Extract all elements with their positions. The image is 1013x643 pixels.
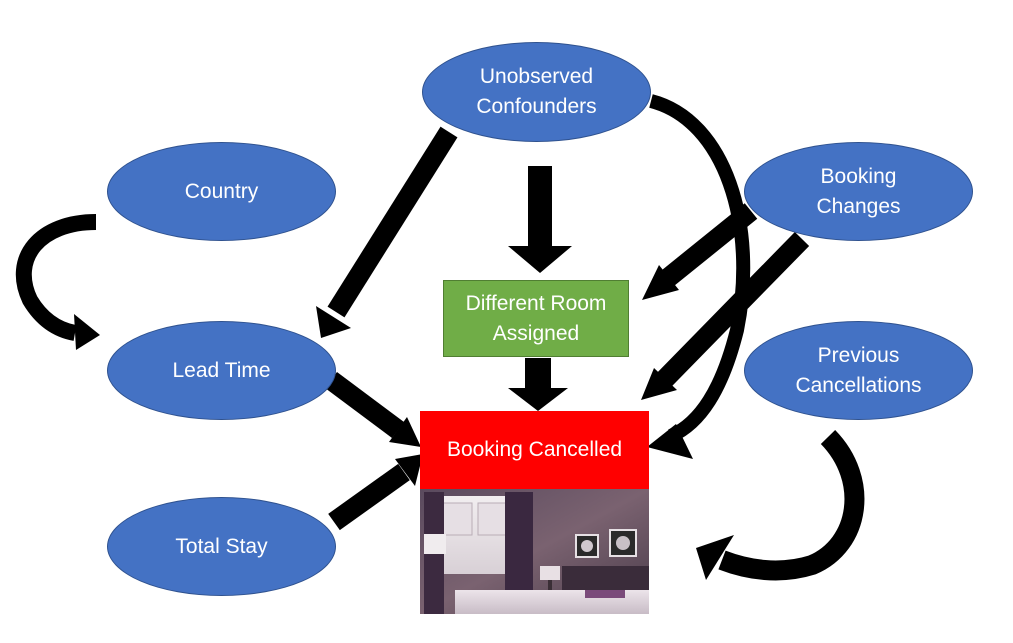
node-total-stay[interactable]: Total Stay: [107, 497, 336, 596]
arrow-different-room-to-booking-cancelled: [508, 358, 568, 411]
arrow-country-to-lead-time: [15, 214, 100, 350]
arrow-total-stay-to-booking-cancelled: [328, 454, 423, 531]
node-label: Different Room Assigned: [465, 291, 607, 345]
node-lead-time[interactable]: Lead Time: [107, 321, 336, 420]
node-label: Previous Cancellations: [795, 343, 922, 397]
node-label: Lead Time: [172, 358, 271, 382]
node-label: Total Stay: [175, 534, 268, 558]
node-label: Booking Cancelled: [446, 438, 623, 461]
node-label: Booking Changes: [816, 164, 901, 218]
arrow-unobserved-to-booking-cancelled: [647, 94, 751, 459]
node-previous-cancellations[interactable]: Previous Cancellations: [744, 321, 973, 420]
node-label: Country: [184, 179, 259, 203]
node-different-room-assigned[interactable]: Different Room Assigned: [443, 280, 629, 357]
arrow-unobserved-to-different-room: [508, 166, 572, 273]
arrow-lead-time-to-booking-cancelled: [325, 371, 421, 447]
node-country[interactable]: Country: [107, 142, 336, 241]
arrow-booking-changes-to-booking-cancelled: [641, 232, 810, 400]
arrow-previous-cancellations-curve: [696, 430, 865, 581]
hotel-room-photo: [420, 489, 649, 614]
node-booking-changes[interactable]: Booking Changes: [744, 142, 973, 241]
arrow-unobserved-to-lead-time: [316, 126, 458, 338]
node-label: Unobserved Confounders: [476, 65, 597, 118]
node-unobserved-confounders[interactable]: Unobserved Confounders: [422, 42, 651, 142]
node-booking-cancelled[interactable]: Booking Cancelled: [420, 411, 649, 489]
